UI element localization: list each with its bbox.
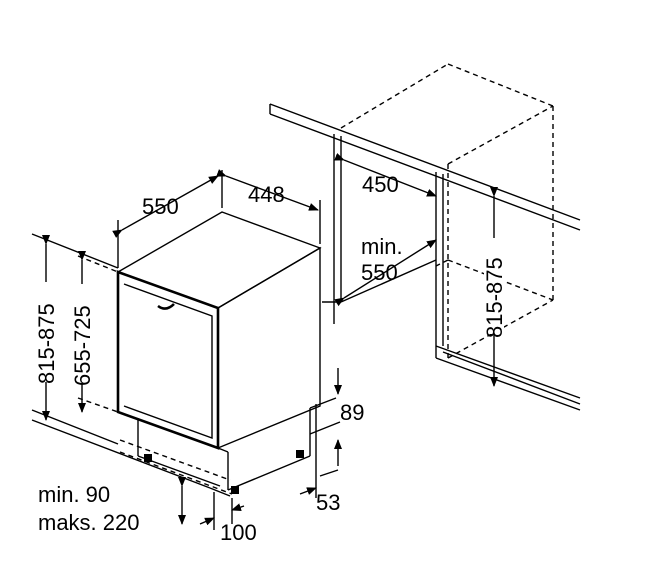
foot-100-dimension: 100 <box>199 492 257 545</box>
label-550: 550 <box>142 194 179 219</box>
label-89: 89 <box>340 400 364 425</box>
label-niche-815-875: 815-875 <box>482 257 507 338</box>
plinth-53-dimension: 53 <box>299 404 340 515</box>
height-815-875-dimension: 815-875 <box>31 233 119 445</box>
label-maks-220: maks. 220 <box>38 510 140 535</box>
plinth-89-dimension: 89 <box>309 368 364 466</box>
width-550-dimension: 550 <box>112 170 223 268</box>
label-815-875: 815-875 <box>34 303 59 384</box>
label-min: min. <box>361 234 403 259</box>
niche-min-width-dimension: min. 550 <box>334 234 437 307</box>
floor-line-left <box>31 419 211 489</box>
label-448: 448 <box>248 182 285 207</box>
label-100: 100 <box>220 520 257 545</box>
label-53: 53 <box>316 490 340 515</box>
niche-depth-dimension: 450 <box>334 152 437 197</box>
label-min-550: 550 <box>361 260 398 285</box>
label-450: 450 <box>362 172 399 197</box>
niche-outline <box>269 63 581 411</box>
dishwasher-body <box>116 211 322 495</box>
width-448-dimension: 448 <box>216 169 321 244</box>
label-min-90: min. 90 <box>38 482 110 507</box>
height-655-725-dimension: 655-725 <box>70 251 119 413</box>
niche-height-dimension: 815-875 <box>482 187 507 387</box>
foot-height-dimension: min. 90 maks. 220 <box>38 477 186 535</box>
label-655-725: 655-725 <box>70 305 95 386</box>
